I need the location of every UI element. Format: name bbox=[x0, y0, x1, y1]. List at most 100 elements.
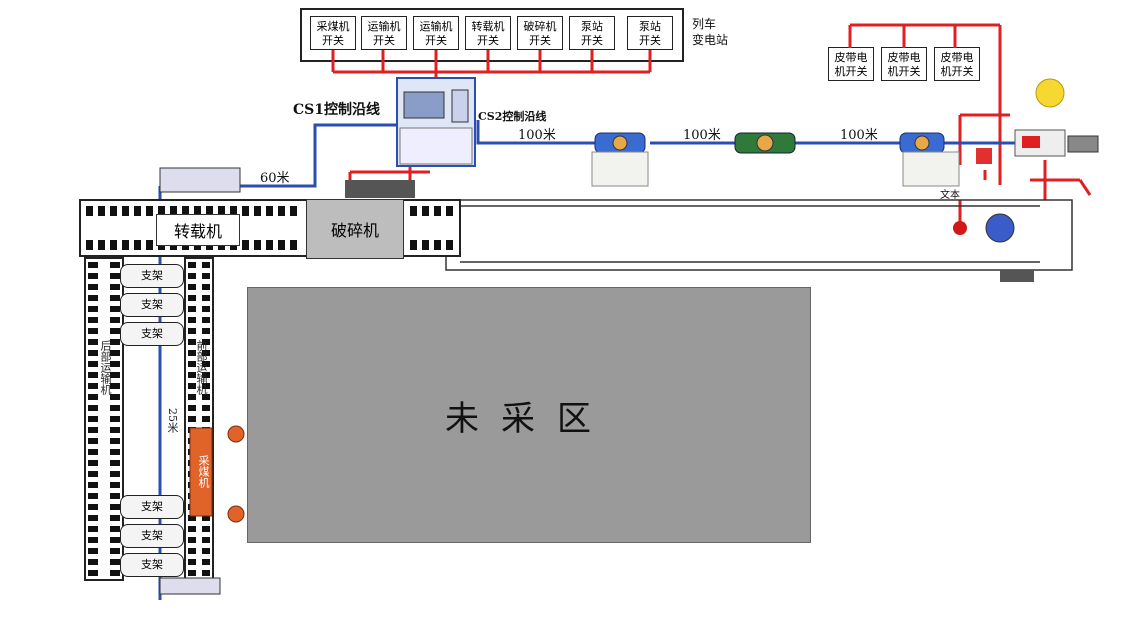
belt-drum bbox=[985, 213, 1015, 243]
crusher-label: 破碎机 bbox=[306, 199, 404, 259]
face-rung bbox=[188, 339, 196, 345]
face-rung bbox=[188, 537, 196, 543]
crusher-motor bbox=[345, 180, 415, 198]
face-rung bbox=[110, 405, 120, 411]
face-rung bbox=[88, 449, 98, 455]
face-rung bbox=[188, 306, 196, 312]
face-rung bbox=[110, 262, 120, 268]
face-rung bbox=[88, 526, 98, 532]
top-switch-0: 采煤机 开关 bbox=[310, 16, 356, 50]
face-rung bbox=[88, 328, 98, 334]
transfer-rung bbox=[266, 206, 273, 216]
support-1: 支架 bbox=[120, 293, 184, 317]
face-rung bbox=[110, 449, 120, 455]
transfer-rung bbox=[242, 206, 249, 216]
face-rung bbox=[202, 537, 210, 543]
face-rung bbox=[110, 284, 120, 290]
face-rung bbox=[110, 460, 120, 466]
face-rung bbox=[202, 570, 210, 576]
face-rung bbox=[88, 438, 98, 444]
face-rung bbox=[88, 306, 98, 312]
transfer-rung bbox=[410, 206, 417, 216]
face-rung bbox=[110, 493, 120, 499]
transfer-rung bbox=[86, 240, 93, 250]
transfer-rung bbox=[434, 206, 441, 216]
distance-100-b: 100米 bbox=[683, 128, 721, 143]
face-rung bbox=[88, 273, 98, 279]
face-rung bbox=[88, 427, 98, 433]
transfer-rung bbox=[446, 240, 453, 250]
transfer-rung bbox=[110, 206, 117, 216]
face-rung bbox=[88, 372, 98, 378]
face-rung bbox=[88, 482, 98, 488]
face-rung bbox=[202, 306, 210, 312]
distance-25: 25米 bbox=[166, 408, 179, 433]
distance-60: 60米 bbox=[260, 171, 290, 186]
sprinkler-label: 文本 bbox=[940, 190, 960, 201]
face-rung bbox=[110, 339, 120, 345]
face-rung bbox=[88, 493, 98, 499]
transfer-rung bbox=[422, 240, 429, 250]
face-rung bbox=[110, 526, 120, 532]
face-rung bbox=[188, 394, 196, 400]
support-3: 支架 bbox=[120, 495, 184, 519]
transfer-rung bbox=[134, 240, 141, 250]
cs2-label: CS2控制沿线 bbox=[478, 110, 547, 123]
face-rung bbox=[110, 482, 120, 488]
support-0: 支架 bbox=[120, 264, 184, 288]
face-rung bbox=[88, 350, 98, 356]
face-rung bbox=[188, 515, 196, 521]
switch-group-frame bbox=[300, 8, 684, 62]
top-switch-3: 转载机 开关 bbox=[465, 16, 511, 50]
face-rung bbox=[188, 383, 196, 389]
face-rung bbox=[202, 262, 210, 268]
train-substation-label: 列车 变电站 bbox=[692, 17, 729, 47]
transfer-rung bbox=[158, 206, 165, 216]
face-rung bbox=[202, 328, 210, 334]
face-rung bbox=[110, 559, 120, 565]
face-rung bbox=[110, 317, 120, 323]
face-rung bbox=[188, 361, 196, 367]
face-rung bbox=[188, 350, 196, 356]
transfer-rung bbox=[194, 206, 201, 216]
face-rung bbox=[110, 273, 120, 279]
face-rung bbox=[88, 383, 98, 389]
face-rung bbox=[202, 383, 210, 389]
face-rung bbox=[88, 570, 98, 576]
belt-conveyor bbox=[445, 199, 1073, 271]
top-switch-6: 泵站 开关 bbox=[627, 16, 673, 50]
face-rung bbox=[188, 317, 196, 323]
transfer-rung bbox=[98, 240, 105, 250]
support-4: 支架 bbox=[120, 524, 184, 548]
face-rung bbox=[202, 361, 210, 367]
transfer-rung bbox=[98, 206, 105, 216]
face-rung bbox=[88, 504, 98, 510]
face-rung bbox=[202, 273, 210, 279]
shearer-body bbox=[189, 427, 213, 517]
face-rung bbox=[188, 405, 196, 411]
face-rung bbox=[88, 559, 98, 565]
transfer-rung bbox=[446, 206, 453, 216]
cs1-label: CS1控制沿线 bbox=[293, 102, 380, 118]
support-5: 支架 bbox=[120, 553, 184, 577]
face-rung bbox=[202, 559, 210, 565]
face-rung bbox=[188, 262, 196, 268]
face-rung bbox=[202, 295, 210, 301]
top-switch-4: 破碎机 开关 bbox=[517, 16, 563, 50]
transfer-rung bbox=[122, 206, 129, 216]
face-rung bbox=[202, 350, 210, 356]
face-rung bbox=[110, 548, 120, 554]
face-rung bbox=[88, 284, 98, 290]
belt-switch-0: 皮带电 机开关 bbox=[828, 47, 874, 81]
face-rung bbox=[88, 548, 98, 554]
face-rung bbox=[88, 317, 98, 323]
face-rung bbox=[188, 273, 196, 279]
transfer-rung bbox=[242, 240, 249, 250]
face-rung bbox=[88, 460, 98, 466]
transfer-rung bbox=[254, 206, 261, 216]
face-rung bbox=[110, 372, 120, 378]
transfer-rung bbox=[278, 206, 285, 216]
transfer-rung bbox=[266, 240, 273, 250]
transfer-rung bbox=[110, 240, 117, 250]
face-rung bbox=[110, 471, 120, 477]
